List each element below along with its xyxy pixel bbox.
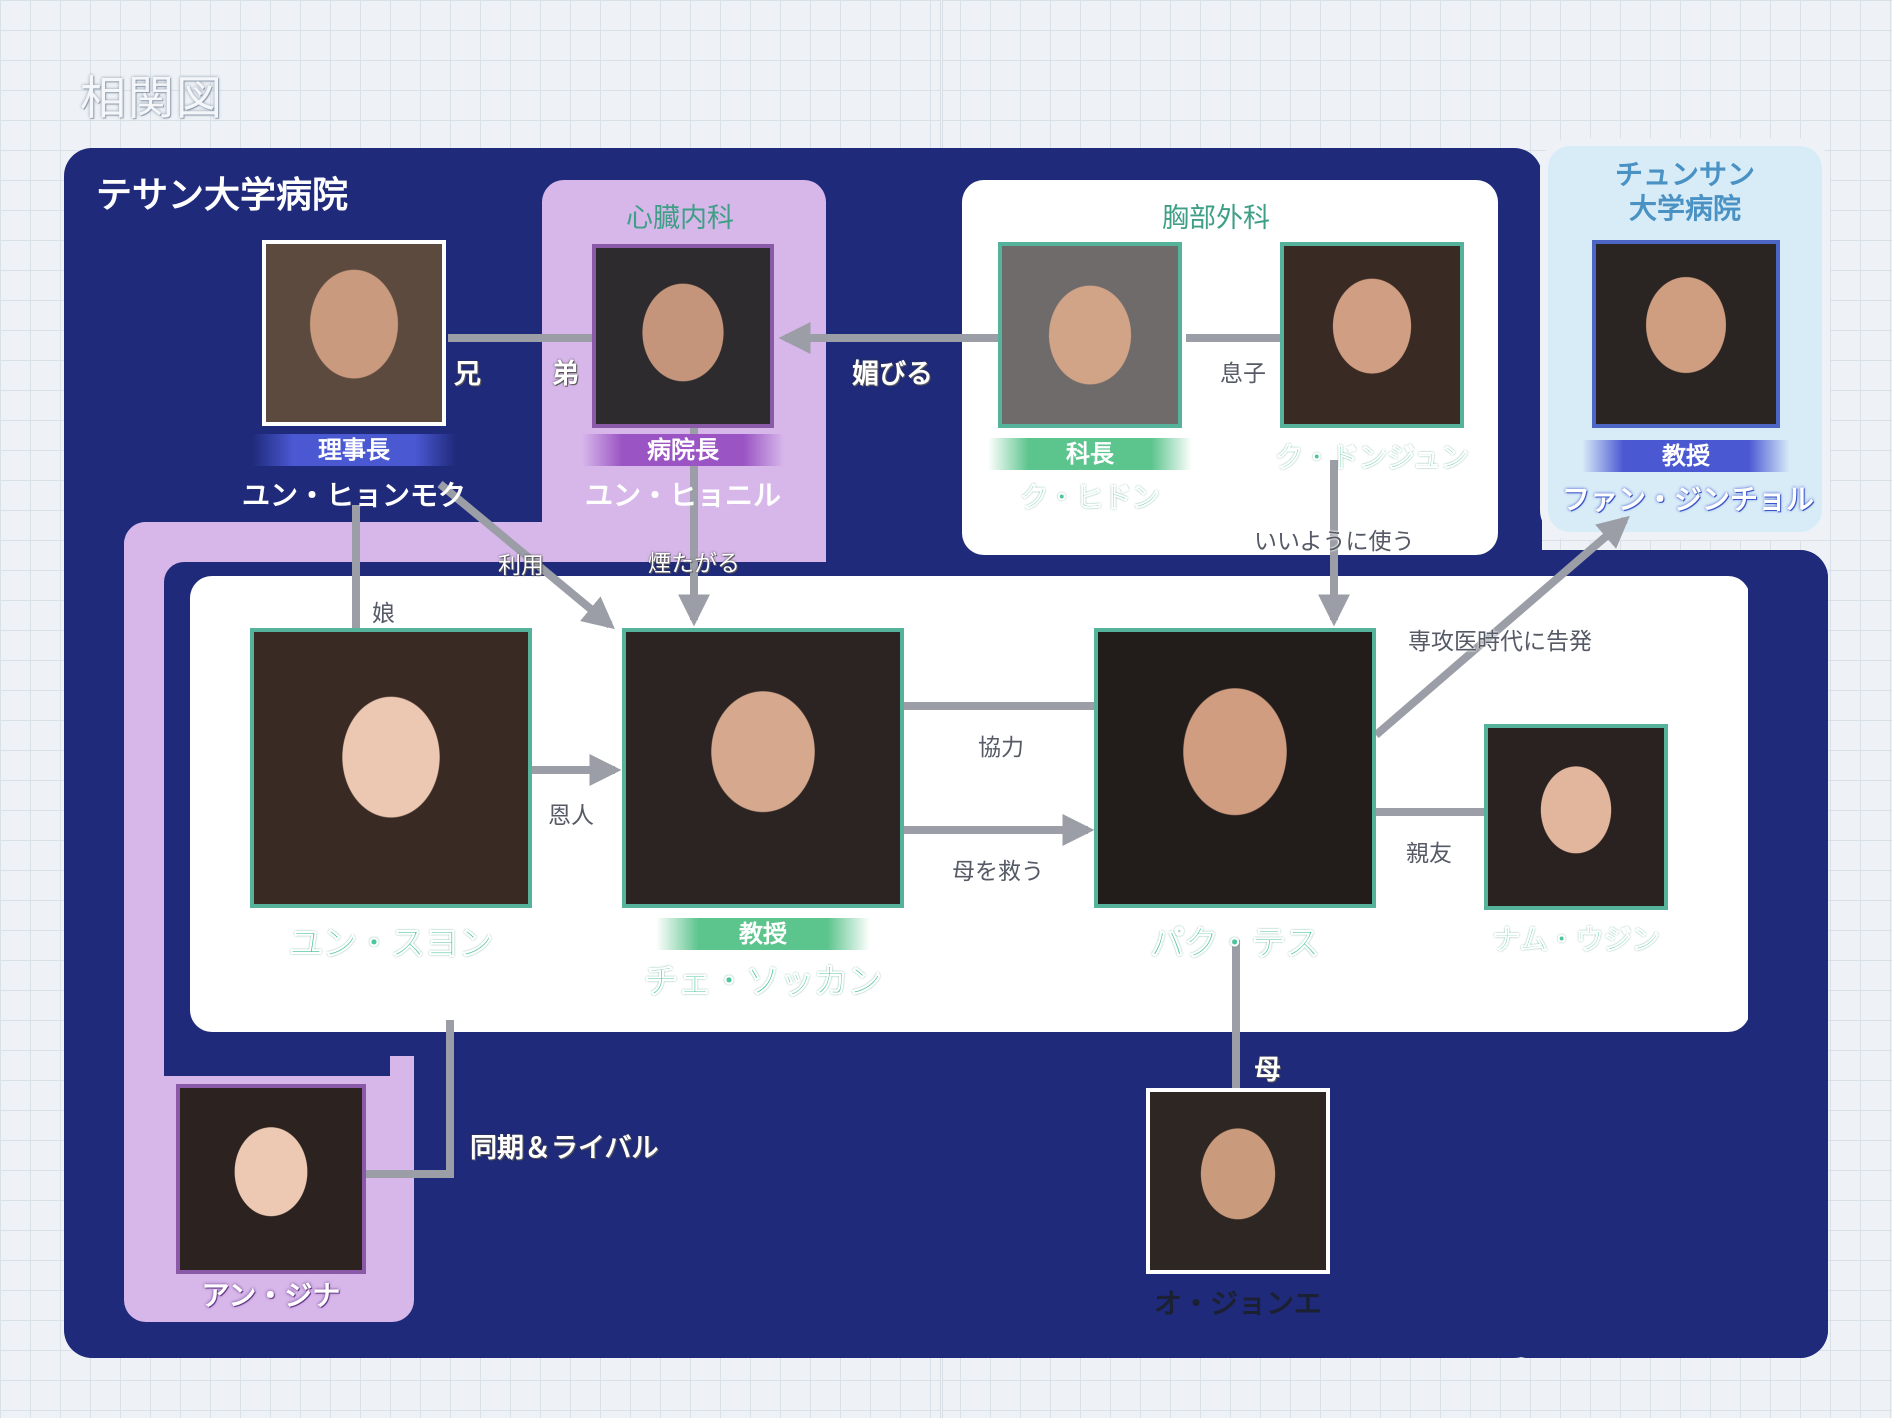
navy-inner-lower bbox=[164, 1030, 390, 1076]
photo-yun-suyon bbox=[250, 628, 532, 908]
group-label-chunsan-line1: チュンサン bbox=[1614, 158, 1755, 191]
portrait-image bbox=[1150, 1092, 1326, 1270]
portrait-image bbox=[596, 248, 770, 424]
photo-yun-hyonil bbox=[592, 244, 774, 428]
portrait-image bbox=[1284, 246, 1460, 424]
portrait-image bbox=[266, 244, 442, 422]
name-o-jone: オ・ジョンエ bbox=[1153, 1287, 1322, 1320]
rel-riyou: 利用 bbox=[498, 553, 544, 579]
name-yun-hyonmok: ユン・ヒョンモク bbox=[241, 479, 466, 512]
name-yun-suyon: ユン・スヨン bbox=[289, 924, 494, 965]
portrait-image bbox=[1098, 632, 1372, 904]
group-label-thoracic: 胸部外科 bbox=[1162, 203, 1270, 234]
photo-ku-donjun bbox=[1280, 242, 1464, 428]
rel-musume: 娘 bbox=[372, 601, 395, 627]
portrait-image bbox=[254, 632, 528, 904]
portrait-image bbox=[1002, 246, 1178, 424]
name-fan-jinchol: ファン・ジンチョル bbox=[1562, 483, 1815, 516]
rel-kemutagaru: 煙たがる bbox=[648, 551, 740, 577]
rel-rival: 同期＆ライバル bbox=[470, 1133, 659, 1164]
rel-haha: 母 bbox=[1254, 1055, 1281, 1086]
navy-right-cover bbox=[1748, 550, 1828, 1358]
name-namu-ujin: ナム・ウジン bbox=[1492, 923, 1660, 957]
rel-ani: 兄 bbox=[454, 359, 481, 390]
photo-an-jina bbox=[176, 1084, 366, 1274]
photo-paku-tesu bbox=[1094, 628, 1376, 908]
name-an-jina: アン・ジナ bbox=[201, 1279, 341, 1312]
portrait-image bbox=[180, 1088, 362, 1270]
portrait-image bbox=[626, 632, 900, 904]
photo-yun-hyonmok bbox=[262, 240, 446, 426]
role-byoinchou: 病院長 bbox=[582, 434, 784, 466]
name-yun-hyonil: ユン・ヒョニル bbox=[584, 479, 781, 512]
photo-namu-ujin bbox=[1484, 724, 1668, 910]
portrait-image bbox=[1488, 728, 1664, 906]
rel-haha-wo-sukuu: 母を救う bbox=[952, 859, 1044, 885]
rel-kyouryoku: 協力 bbox=[978, 735, 1024, 761]
role-kyouju-che: 教授 bbox=[656, 918, 870, 950]
line-rival bbox=[366, 1020, 454, 1178]
rel-iiyouni: いいように使う bbox=[1254, 529, 1415, 555]
portrait-image bbox=[1596, 244, 1776, 424]
arrow-riyou bbox=[437, 480, 615, 630]
role-kyouju-fan: 教授 bbox=[1582, 440, 1790, 472]
group-label-cardiology: 心臓内科 bbox=[626, 203, 734, 234]
role-rijicho: 理事長 bbox=[252, 434, 456, 466]
group-label-chunsan: チュンサン 大学病院 bbox=[1548, 158, 1822, 226]
name-ku-hidon: ク・ヒドン bbox=[1020, 481, 1160, 515]
group-label-tesan: テサン大学病院 bbox=[96, 175, 349, 216]
name-che-sokkan: チェ・ソッカン bbox=[644, 962, 883, 1003]
role-kachou: 科長 bbox=[988, 438, 1192, 470]
rel-shinyuu: 親友 bbox=[1406, 841, 1452, 867]
arrow-kokuhatsu bbox=[1373, 515, 1630, 739]
photo-ku-hidon bbox=[998, 242, 1182, 428]
page-title: 相関図 bbox=[80, 71, 224, 125]
photo-che-sokkan bbox=[622, 628, 904, 908]
rel-kobiru: 媚びる bbox=[852, 359, 933, 390]
rel-musuko: 息子 bbox=[1220, 361, 1266, 387]
name-ku-donjun: ク・ドンジュン bbox=[1275, 441, 1469, 475]
lavender-frame-top bbox=[124, 522, 826, 566]
rel-onjin: 恩人 bbox=[548, 803, 594, 829]
photo-o-jone bbox=[1146, 1088, 1330, 1274]
photo-fan-jinchol bbox=[1592, 240, 1780, 428]
group-label-chunsan-line2: 大学病院 bbox=[1628, 192, 1741, 225]
rel-otouto: 弟 bbox=[552, 359, 579, 390]
rel-kokuhatsu: 専攻医時代に告発 bbox=[1408, 629, 1592, 655]
name-paku-tesu: パク・テス bbox=[1150, 924, 1320, 965]
